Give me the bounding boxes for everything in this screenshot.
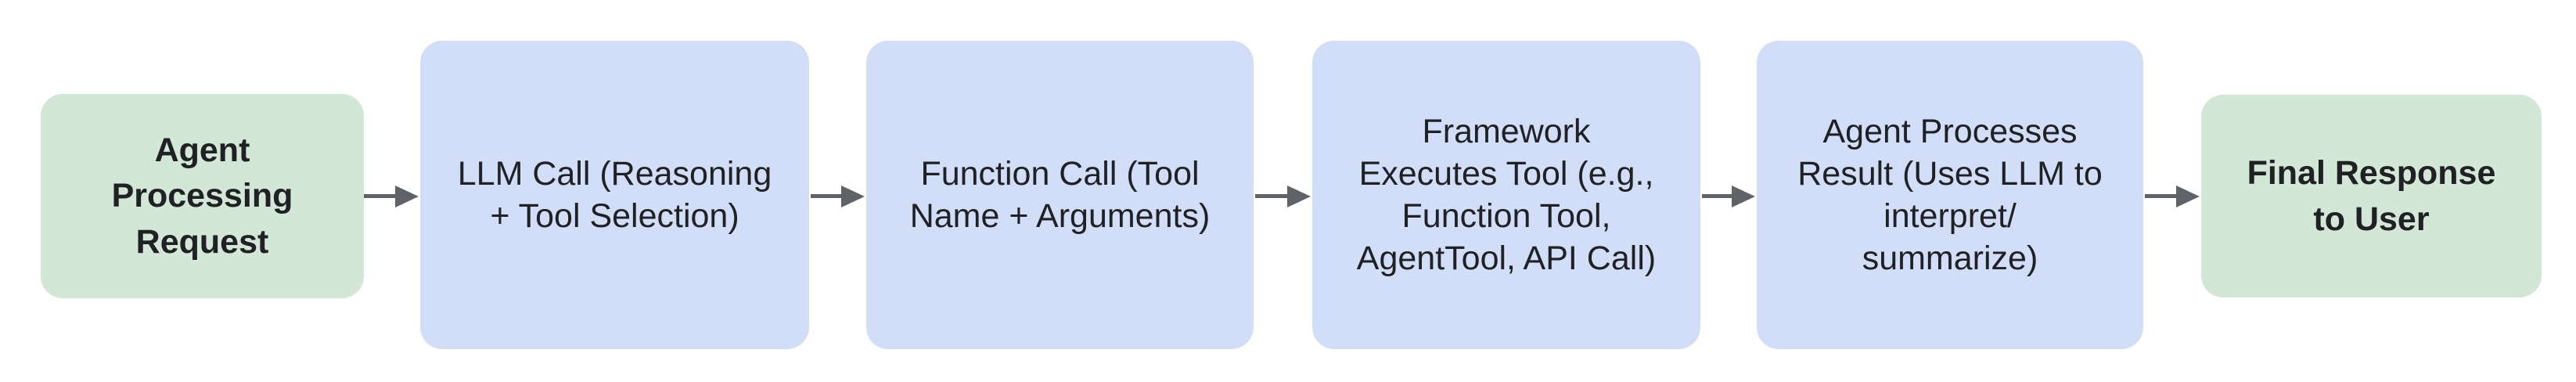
arrow-line (1255, 194, 1292, 198)
node-function-call: Function Call (Tool Name + Arguments) (866, 41, 1254, 349)
arrowhead-icon (395, 186, 419, 207)
node-framework-executes-tool: Framework Executes Tool (e.g., Function … (1312, 41, 1700, 349)
flow-arrow (811, 186, 865, 207)
node-agent-processes-result: Agent Processes Result (Uses LLM to inte… (1757, 41, 2143, 349)
flow-arrow (1255, 186, 1311, 207)
arrowhead-icon (1287, 186, 1311, 207)
node-agent-processing-request: Agent Processing Request (41, 94, 364, 298)
flow-arrow (364, 186, 419, 207)
node-llm-call: LLM Call (Reasoning + Tool Selection) (420, 41, 809, 349)
arrowhead-icon (841, 186, 865, 207)
arrow-line (811, 194, 846, 198)
arrow-line (364, 194, 400, 198)
flow-arrow (1702, 186, 1755, 207)
node-label: Function Call (Tool Name + Arguments) (909, 154, 1211, 235)
node-label: Framework Executes Tool (e.g., Function … (1356, 112, 1657, 278)
node-label: Agent Processes Result (Uses LLM to inte… (1797, 112, 2103, 278)
arrowhead-icon (2176, 186, 2200, 207)
node-label: Final Response to User (2247, 154, 2496, 238)
node-label: Agent Processing Request (111, 131, 293, 261)
node-label: LLM Call (Reasoning + Tool Selection) (457, 154, 772, 235)
arrow-line (2145, 194, 2181, 198)
arrowhead-icon (1732, 186, 1755, 207)
node-final-response-to-user: Final Response to User (2201, 95, 2542, 297)
flow-arrow (2145, 186, 2200, 207)
arrow-line (1702, 194, 1736, 198)
